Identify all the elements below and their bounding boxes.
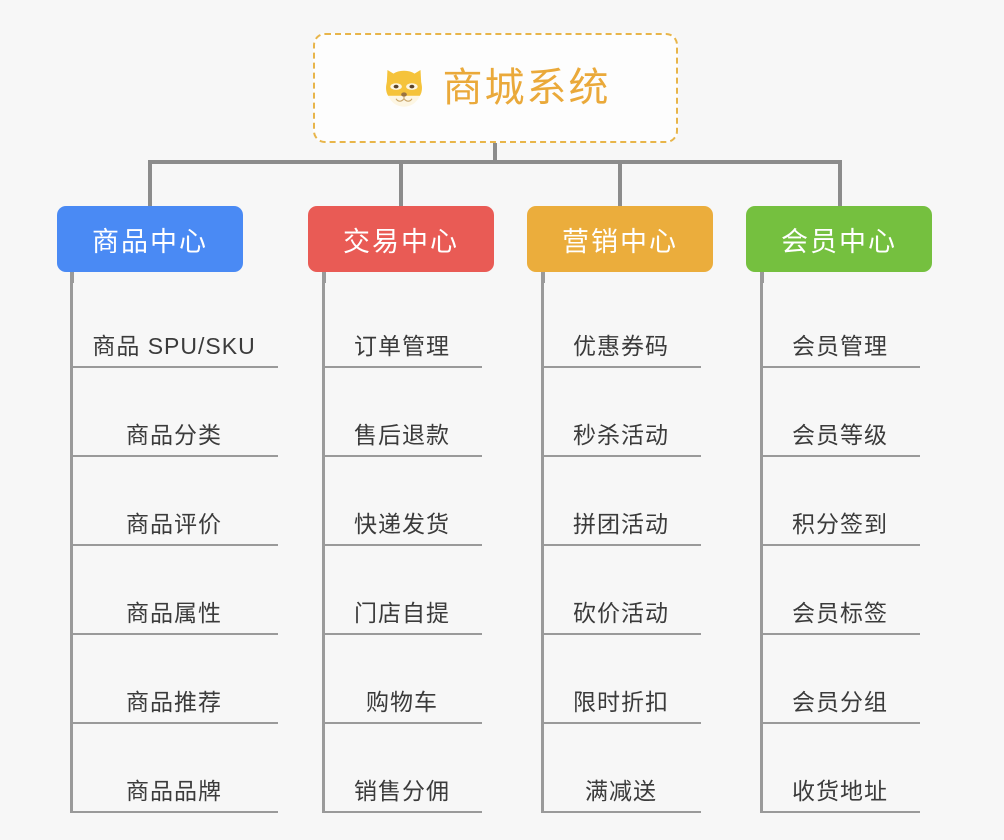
leaf-item[interactable]: 优惠券码 <box>541 279 701 368</box>
leaf-item[interactable]: 商品 SPU/SKU <box>70 279 278 368</box>
leaf-label: 积分签到 <box>792 511 888 537</box>
leaf-label: 砍价活动 <box>573 600 669 626</box>
leaf-label: 限时折扣 <box>573 689 669 715</box>
leaf-item[interactable]: 订单管理 <box>322 279 482 368</box>
connector-stub-2 <box>322 271 326 283</box>
leaf-column-4: 会员管理 会员等级 积分签到 会员标签 会员分组 收货地址 <box>760 279 920 813</box>
connector-drop-1 <box>148 160 152 206</box>
leaf-item[interactable]: 会员管理 <box>760 279 920 368</box>
leaf-item[interactable]: 收货地址 <box>760 724 920 813</box>
leaf-item[interactable]: 商品推荐 <box>70 635 278 724</box>
connector-drop-4 <box>838 160 842 206</box>
leaf-label: 秒杀活动 <box>573 422 669 448</box>
connector-drop-3 <box>618 160 622 206</box>
category-header-4[interactable]: 会员中心 <box>746 206 932 272</box>
root-label: 商城系统 <box>442 66 611 110</box>
leaf-item[interactable]: 快递发货 <box>322 457 482 546</box>
connector-stub-4 <box>760 271 764 283</box>
leaf-label: 商品属性 <box>126 600 222 626</box>
leaf-spine-3 <box>541 279 544 813</box>
leaf-label: 商品评价 <box>126 511 222 537</box>
connector-root-stem <box>493 143 497 163</box>
leaf-item[interactable]: 砍价活动 <box>541 546 701 635</box>
leaf-item[interactable]: 会员分组 <box>760 635 920 724</box>
root-node[interactable]: 商城系统 <box>313 33 678 143</box>
category-title-4: 会员中心 <box>781 226 897 257</box>
leaf-item[interactable]: 积分签到 <box>760 457 920 546</box>
leaf-label: 会员等级 <box>792 422 888 448</box>
leaf-label: 商品 SPU/SKU <box>92 333 256 359</box>
leaf-item[interactable]: 会员标签 <box>760 546 920 635</box>
leaf-spine-4 <box>760 279 763 813</box>
leaf-item[interactable]: 购物车 <box>322 635 482 724</box>
leaf-label: 售后退款 <box>354 422 450 448</box>
leaf-label: 收货地址 <box>792 778 888 804</box>
leaf-label: 会员管理 <box>792 333 888 359</box>
shiba-dog-icon <box>385 70 422 107</box>
leaf-item[interactable]: 拼团活动 <box>541 457 701 546</box>
leaf-label: 满减送 <box>585 778 657 804</box>
category-title-1: 商品中心 <box>92 226 208 257</box>
leaf-item[interactable]: 商品评价 <box>70 457 278 546</box>
category-header-3[interactable]: 营销中心 <box>527 206 713 272</box>
leaf-label: 优惠券码 <box>573 333 669 359</box>
leaf-label: 购物车 <box>366 689 438 715</box>
leaf-label: 拼团活动 <box>573 511 669 537</box>
leaf-item[interactable]: 门店自提 <box>322 546 482 635</box>
leaf-spine-2 <box>322 279 325 813</box>
leaf-item[interactable]: 会员等级 <box>760 368 920 457</box>
leaf-item[interactable]: 售后退款 <box>322 368 482 457</box>
connector-drop-2 <box>399 160 403 206</box>
leaf-item[interactable]: 秒杀活动 <box>541 368 701 457</box>
category-title-2: 交易中心 <box>343 226 459 257</box>
leaf-column-3: 优惠券码 秒杀活动 拼团活动 砍价活动 限时折扣 满减送 <box>541 279 701 813</box>
leaf-item[interactable]: 商品分类 <box>70 368 278 457</box>
leaf-label: 门店自提 <box>354 600 450 626</box>
leaf-label: 商品品牌 <box>126 778 222 804</box>
leaf-spine-1 <box>70 279 73 813</box>
leaf-label: 商品分类 <box>126 422 222 448</box>
leaf-label: 商品推荐 <box>126 689 222 715</box>
leaf-item[interactable]: 销售分佣 <box>322 724 482 813</box>
leaf-item[interactable]: 满减送 <box>541 724 701 813</box>
leaf-label: 订单管理 <box>354 333 450 359</box>
category-header-1[interactable]: 商品中心 <box>57 206 243 272</box>
leaf-column-1: 商品 SPU/SKU 商品分类 商品评价 商品属性 商品推荐 商品品牌 <box>70 279 278 813</box>
leaf-item[interactable]: 限时折扣 <box>541 635 701 724</box>
category-header-2[interactable]: 交易中心 <box>308 206 494 272</box>
leaf-item[interactable]: 商品品牌 <box>70 724 278 813</box>
connector-stub-3 <box>541 271 545 283</box>
leaf-label: 会员标签 <box>792 600 888 626</box>
connector-stub-1 <box>70 271 74 283</box>
leaf-item[interactable]: 商品属性 <box>70 546 278 635</box>
connector-horizontal-bus <box>148 160 842 164</box>
leaf-label: 会员分组 <box>792 689 888 715</box>
leaf-column-2: 订单管理 售后退款 快递发货 门店自提 购物车 销售分佣 <box>322 279 482 813</box>
leaf-label: 销售分佣 <box>354 778 450 804</box>
category-title-3: 营销中心 <box>562 226 678 257</box>
leaf-label: 快递发货 <box>354 511 450 537</box>
